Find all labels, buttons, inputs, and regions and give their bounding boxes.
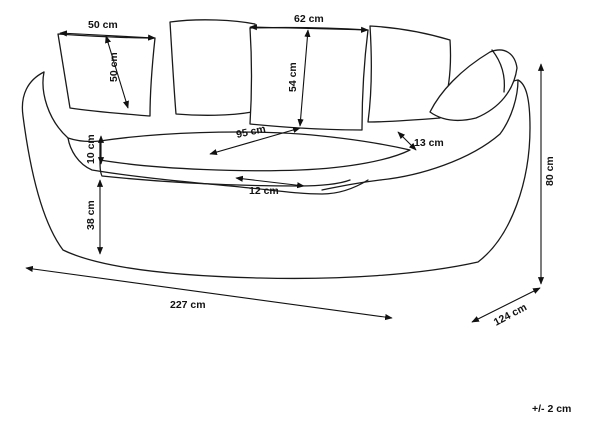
sofa-rim-right	[321, 79, 519, 191]
label-base-height: 38 cm	[85, 200, 97, 230]
label-pillow-left-width: 50 cm	[88, 19, 118, 31]
label-cushion-edge: 12 cm	[249, 185, 279, 197]
pillow-back-middle	[169, 19, 258, 116]
label-total-width: 227 cm	[170, 299, 206, 311]
dim-line-seat-depth	[209, 126, 301, 156]
dim-line-cushion-edge	[235, 175, 305, 189]
label-cushion-thickness: 10 cm	[85, 134, 97, 164]
label-pillow-left-height: 50 cm	[108, 52, 120, 82]
pillow-front-right	[249, 26, 369, 131]
label-total-height: 80 cm	[544, 156, 556, 186]
label-pillow-right-height: 54 cm	[287, 62, 299, 92]
dim-line-total-width	[25, 265, 393, 321]
dim-line-total-depth	[471, 287, 541, 323]
pillow-side-right-seam	[491, 49, 506, 93]
dim-line-pillow-left-height	[105, 35, 129, 109]
dim-line-pillow-right-width	[249, 24, 369, 33]
dimension-labels: 50 cm 50 cm 62 cm 54 cm 95 cm 13 cm 10 c…	[85, 13, 571, 415]
pillows	[57, 19, 518, 131]
label-total-depth: 124 cm	[492, 301, 529, 328]
dimension-lines	[25, 24, 545, 323]
label-tolerance: +/- 2 cm	[532, 403, 571, 415]
label-side-thickness: 13 cm	[414, 137, 444, 149]
label-pillow-right-width: 62 cm	[294, 13, 324, 25]
seat-cushion-front	[99, 159, 351, 187]
pillow-side-right	[429, 49, 518, 122]
dim-line-pillow-right-height	[297, 29, 311, 127]
pillow-front-left	[57, 33, 156, 117]
dim-line-side-thickness	[397, 131, 417, 151]
